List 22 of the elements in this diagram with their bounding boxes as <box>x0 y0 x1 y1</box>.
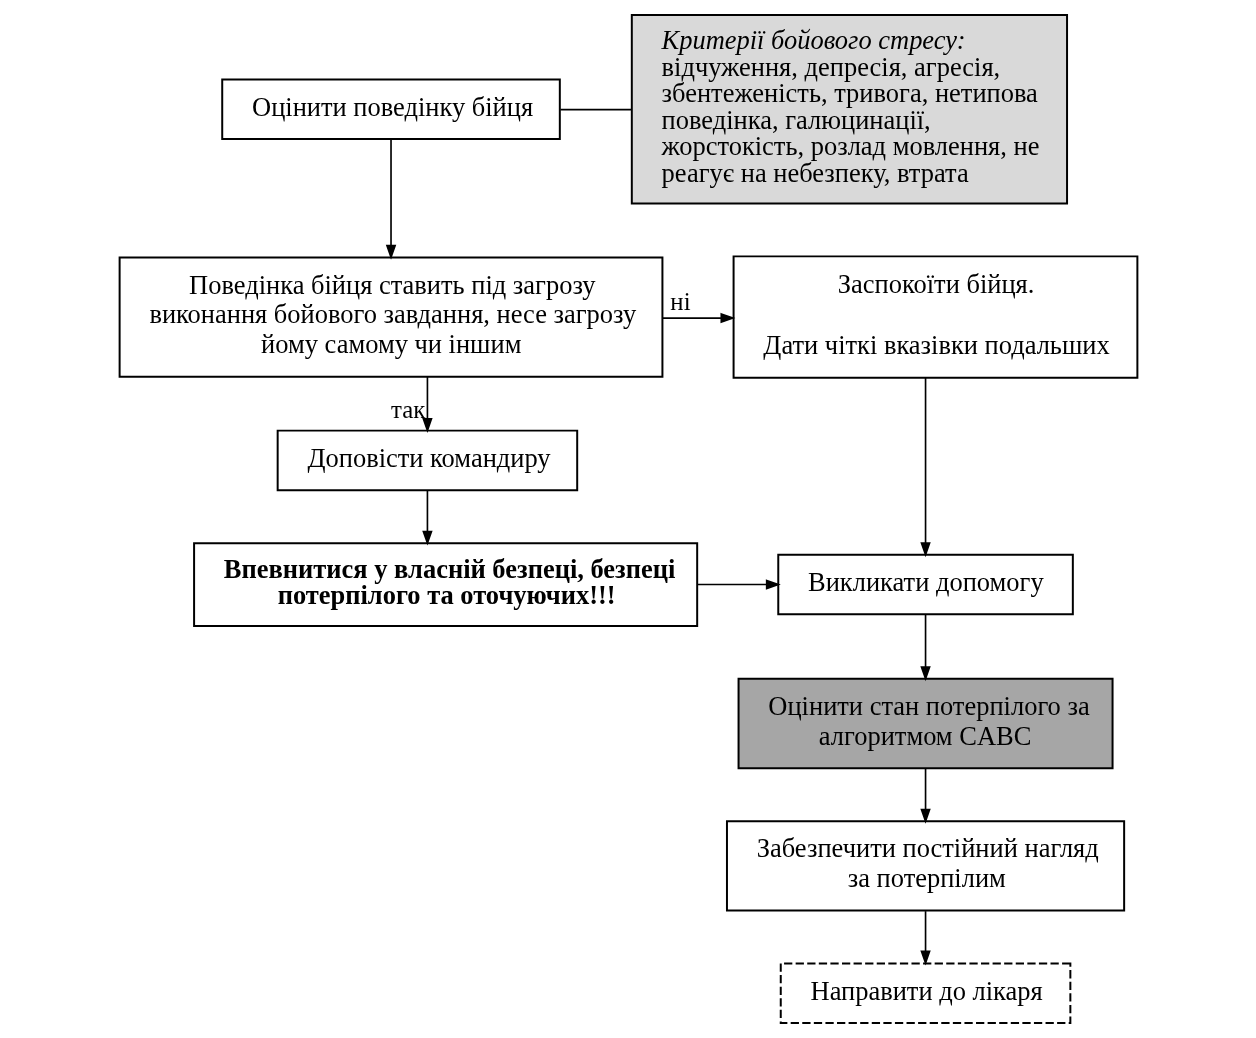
node-box: Оцінити поведінку бійця <box>220 78 561 141</box>
node-box: Заспокоїти бійця. Дати чіткі вказівки подальших <box>732 255 1138 379</box>
node-box: Направити до лікаря <box>779 962 1071 1025</box>
arrow <box>919 910 931 966</box>
arrow <box>421 376 433 433</box>
node-box: Оцінити стан потерпілого за алгоритмом CABC <box>737 677 1114 770</box>
node-box: Викликати допомогу <box>776 553 1074 616</box>
node-box: Забезпечити постійний нагляд за потерпілим <box>725 820 1125 912</box>
node-box: Доповісти командиру <box>276 429 578 492</box>
arrow <box>696 579 781 590</box>
arrow <box>919 767 931 824</box>
arrow <box>661 312 735 324</box>
edge-label: так <box>390 395 425 423</box>
node-box: Поведінка бійця ставить під загрозу виконання бойового завдання, несе загрозу йому самому чи іншим <box>118 256 663 378</box>
arrow <box>385 138 396 260</box>
node-box: Впевнитися у власній безпеці, безпеці потерпілого та оточуючих!!! <box>192 542 698 627</box>
arrow <box>919 613 931 682</box>
arrow <box>919 376 931 558</box>
edge-label: ні <box>669 287 691 315</box>
arrow <box>421 489 433 546</box>
connector <box>559 108 632 111</box>
node-box: Критерії бойового стресу: відчуження, депресія, агресія, збентеженість, тривога, нетипова поведінка, галюцинації, жорстокість, розлад мовлення, не реагує на небезпеку, втрата <box>630 13 1068 205</box>
